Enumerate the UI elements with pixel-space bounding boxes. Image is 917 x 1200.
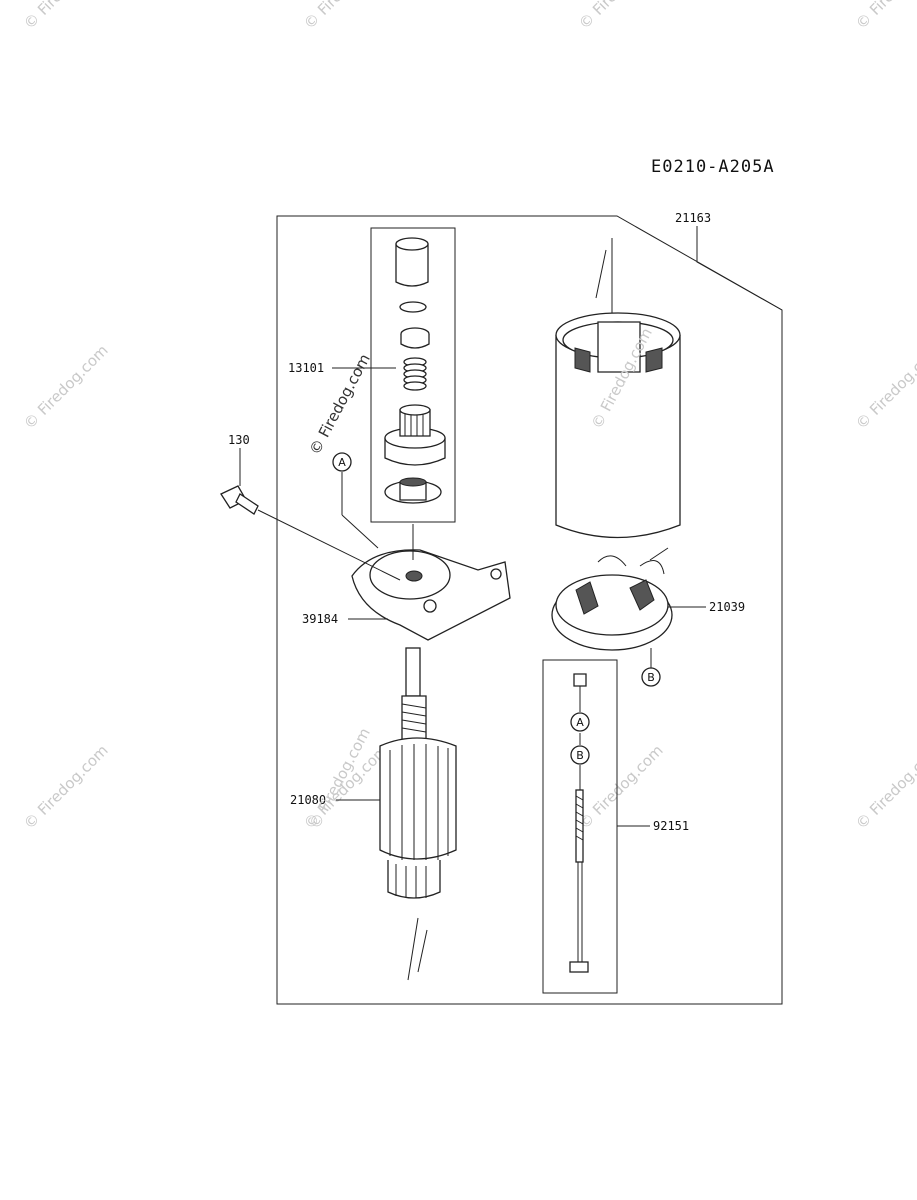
part-label-92151: 92151 — [653, 819, 689, 833]
part-label-21163: 21163 — [675, 211, 711, 225]
through-bolt — [569, 673, 589, 973]
ref-callout-b-brush-holder: B — [641, 667, 661, 687]
ref-callout-a-bolt: A — [570, 712, 590, 732]
armature — [379, 647, 457, 981]
ref-callout-b-bolt: B — [570, 745, 590, 765]
watermark: © Firedog.com — [20, 741, 112, 833]
watermark: © Firedog.com — [300, 0, 392, 33]
bolt — [220, 485, 259, 515]
part-label-130: 130 — [228, 433, 250, 447]
svg-text:B: B — [576, 749, 584, 762]
assembly-frame — [276, 215, 783, 1005]
pinion-assembly — [384, 237, 446, 504]
watermark: © Firedog.com — [20, 341, 112, 433]
spring — [403, 357, 427, 391]
part-label-39184: 39184 — [302, 612, 338, 626]
part-label-21039: 21039 — [709, 600, 745, 614]
watermark: © Firedog.com — [575, 0, 667, 33]
part-label-13101: 13101 — [288, 361, 324, 375]
watermark: © Firedog.com — [852, 741, 917, 833]
svg-text:A: A — [576, 716, 584, 729]
assembly-lines — [257, 472, 414, 581]
diagram-code: E0210-A205A — [651, 157, 775, 177]
brush-holder — [551, 547, 673, 651]
pinion-group-box — [370, 227, 456, 523]
svg-text:B: B — [647, 671, 655, 684]
part-label-21080: 21080 — [290, 793, 326, 807]
ref-callout-a-bracket: A — [332, 452, 352, 472]
end-bracket — [351, 549, 511, 641]
watermark: © Firedog.com — [20, 0, 112, 33]
watermark: © Firedog.com — [852, 0, 917, 33]
leader-lines — [239, 226, 783, 827]
svg-text:A: A — [338, 456, 346, 469]
yoke-housing — [555, 238, 681, 539]
watermark: © Firedog.com — [852, 341, 917, 433]
